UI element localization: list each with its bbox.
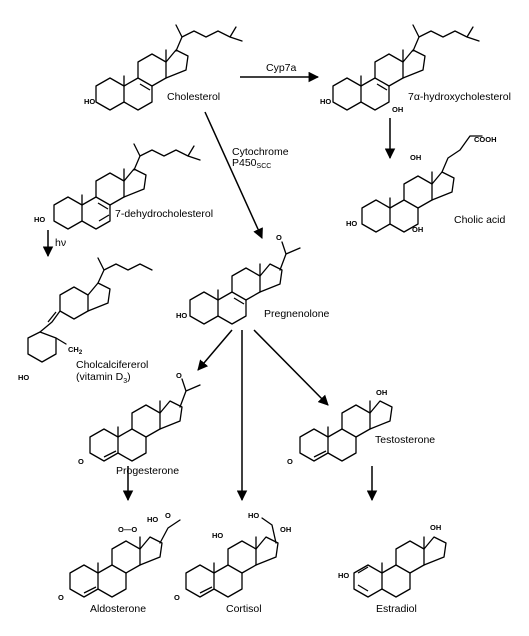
estradiol-structure: HO OH [338,523,447,598]
aldosterone-label: Aldosterone [90,603,146,615]
testosterone-structure: O OH [287,388,393,466]
cholic-acid-oh-bottom: OH [412,225,423,234]
aldosterone-o-top: O [165,511,171,520]
pregnenolone-ho: HO [176,311,187,320]
enzyme-light: hν [55,237,66,249]
aldosterone-o-o: O—O [118,525,137,534]
aldosterone-structure: O O—O HO O [58,511,181,602]
dehydrocholesterol-structure: HO [34,143,201,230]
cortisol-oh: OH [280,525,291,534]
pregnenolone-o: O [276,233,282,242]
cholesterol-structure: HO [84,24,243,111]
progesterone-o: O [78,457,84,466]
aldosterone-o: O [58,593,64,602]
cholic-acid-cooh: COOH [474,135,497,144]
estradiol-ho: HO [338,571,349,580]
cholecalciferol-label-line2: (vitamin D3) [76,371,131,385]
dehydrocholesterol-label: 7-dehydrocholesterol [115,208,213,220]
enzyme-cytochrome: Cytochrome [232,146,289,158]
testosterone-label: Testosterone [375,434,435,446]
progesterone-o-top: O [176,371,182,380]
cholic-acid-oh-top: OH [410,153,421,162]
hydroxycholesterol-oh: OH [392,105,403,114]
hydroxycholesterol-ho: HO [320,97,331,106]
cortisol-ho: HO [212,531,223,540]
hydroxycholesterol-label: 7α-hydroxycholesterol [408,91,511,103]
cholic-acid-structure: HO OH OH COOH [346,135,497,234]
cholesterol-label: Cholesterol [167,91,220,103]
aldosterone-ho: HO [147,515,158,524]
progesterone-label: Progesterone [116,465,179,477]
dehydrocholesterol-ho: HO [34,215,45,224]
cortisol-structure: O HO HO OH [174,511,291,602]
estradiol-oh: OH [430,523,441,532]
testosterone-oh: OH [376,388,387,397]
arrow-pregnenolone-to-progesterone [197,329,233,371]
progesterone-structure: O O [78,371,201,466]
pregnenolone-label: Pregnenolone [264,308,330,320]
enzyme-cyp7a: Cyp7a [266,62,297,74]
cortisol-label: Cortisol [226,603,262,615]
cholesterol-ho: HO [84,97,95,106]
testosterone-o: O [287,457,293,466]
hydroxycholesterol-structure: HO OH [320,24,480,114]
cortisol-ho-top: HO [248,511,259,520]
cholic-acid-ho: HO [346,219,357,228]
estradiol-label: Estradiol [376,603,417,615]
arrow-cholesterol-to-pregnenolone [204,111,263,239]
cholecalciferol-ho: HO [18,373,29,382]
pregnenolone-structure: HO O [176,233,301,325]
cholecalciferol-structure: HO CH2 [18,257,153,382]
arrow-pregnenolone-to-testosterone [253,329,329,406]
cortisol-o: O [174,593,180,602]
cholic-acid-label: Cholic acid [454,214,506,226]
enzyme-p450: P450SCC [232,157,271,170]
cholecalciferol-label-line1: Cholcalcifererol [76,359,148,371]
cholecalciferol-ch2: CH2 [68,345,83,356]
